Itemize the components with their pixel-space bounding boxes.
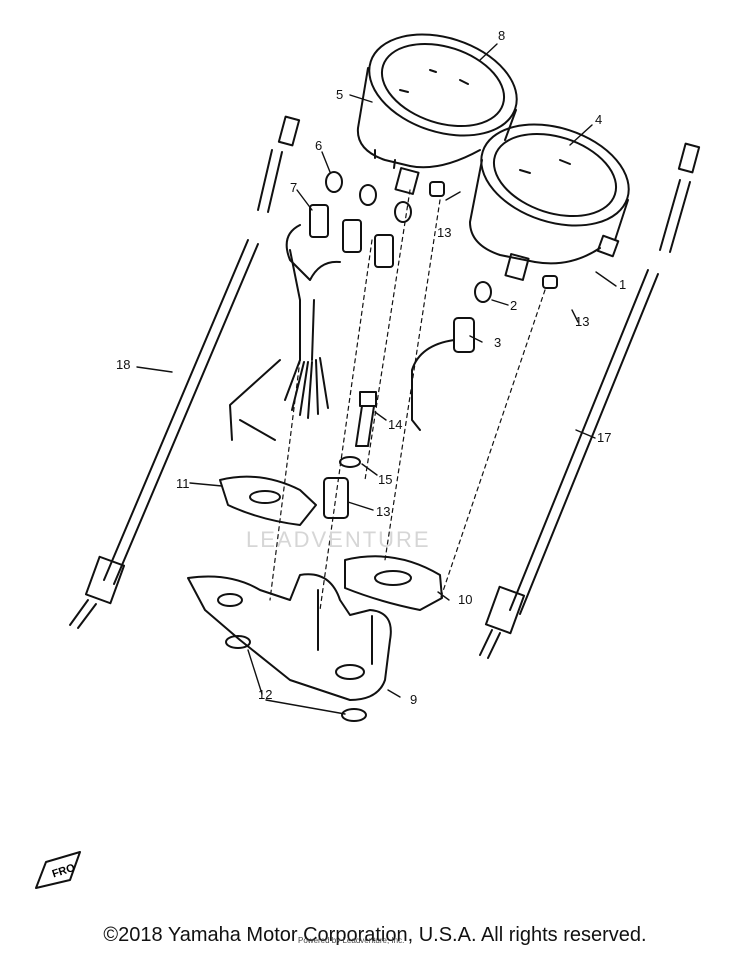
callout-5: 5 <box>336 87 343 102</box>
callout-2: 2 <box>510 298 517 313</box>
callout-17: 17 <box>597 430 611 445</box>
callout-14: 13 <box>376 504 390 519</box>
bulb-socket-right <box>411 281 492 431</box>
front-arrow-icon <box>35 851 81 889</box>
cable-18 <box>69 115 301 629</box>
bulb-sockets-left <box>229 171 412 441</box>
callout-12: 12 <box>258 687 272 702</box>
callout-9: 9 <box>410 692 417 707</box>
callout-18: 18 <box>116 357 130 372</box>
cable-17 <box>479 142 701 659</box>
copyright-notice: ©2018 Yamaha Motor Corporation, U.S.A. A… <box>103 924 647 946</box>
callout-4: 4 <box>595 112 602 127</box>
meter-left <box>356 33 518 197</box>
callout-1: 1 <box>619 277 626 292</box>
alignment-lines <box>269 189 546 611</box>
washers-12 <box>225 635 367 722</box>
damper-11 <box>219 475 317 526</box>
bracket-9 <box>187 573 392 701</box>
callout-10: 10 <box>458 592 472 607</box>
bolt-collar <box>323 391 377 519</box>
callout-11: 11 <box>176 476 190 491</box>
leader-lines <box>136 43 617 715</box>
callout-16: 15 <box>378 472 392 487</box>
damper-10 <box>344 555 443 611</box>
callout-3: 3 <box>494 335 501 350</box>
callout-8: 8 <box>498 28 505 43</box>
callout-6: 6 <box>315 138 322 153</box>
watermark: LEADVENTURE <box>246 527 431 552</box>
callout-13-left: 13 <box>437 225 451 240</box>
powered-by-note: Powered by Leadventure, Inc. <box>298 936 405 945</box>
meter-right <box>469 123 630 289</box>
callout-7: 7 <box>290 180 297 195</box>
callout-13-right: 13 <box>575 314 589 329</box>
callout-15: 14 <box>388 417 402 432</box>
